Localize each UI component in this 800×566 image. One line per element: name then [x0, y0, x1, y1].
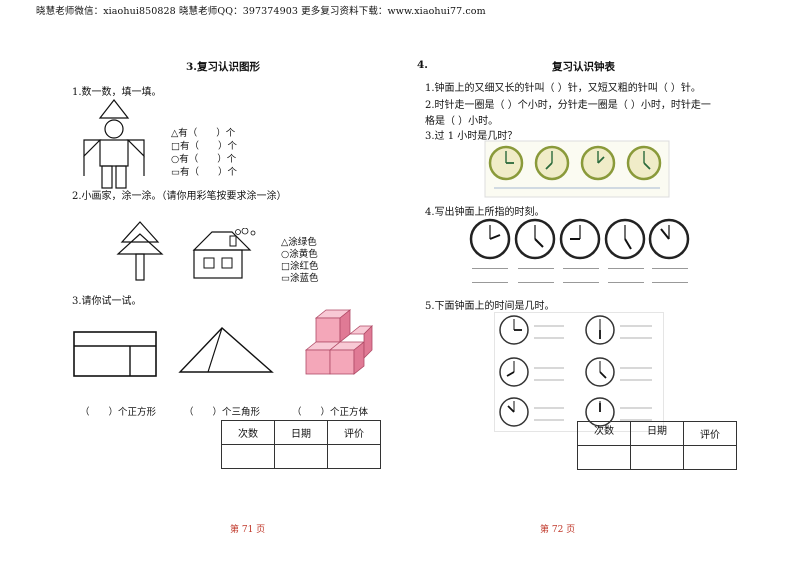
time-answer-line[interactable] — [563, 268, 599, 269]
clock-icon — [469, 218, 511, 260]
right-title: 复习认识钟表 — [552, 61, 615, 73]
write-time-clocks — [469, 218, 690, 260]
count-row-triangle: △有（ ）个 — [171, 128, 236, 139]
left-table-header-count: 次数 — [221, 420, 275, 445]
left-page-number: 第 71 页 — [230, 525, 266, 535]
clock-icon — [585, 315, 615, 345]
legend-rectangle: ▭涂蓝色 — [281, 273, 319, 284]
left-title: 3.复习认识图形 — [186, 61, 260, 73]
left-table-cell[interactable] — [221, 444, 275, 469]
legend-square: □涂红色 — [281, 261, 319, 272]
time-answer-line[interactable] — [608, 282, 644, 283]
left-q3-prompt: 3.请你试一试。 — [72, 296, 142, 307]
clock-icon — [499, 315, 529, 345]
tree-figure — [116, 221, 164, 281]
time-answer-line[interactable] — [563, 282, 599, 283]
clock-icon — [514, 218, 556, 260]
right-page-number: 第 72 页 — [540, 525, 576, 535]
left-table-header-eval: 评价 — [327, 420, 381, 445]
answer-triangles: （ ）个三角形 — [184, 407, 261, 418]
clock-icon — [499, 357, 529, 387]
cube-count-figure — [304, 309, 373, 375]
clock-icon — [559, 218, 601, 260]
right-q4: 4.写出钟面上所指的时刻。 — [425, 207, 545, 218]
right-q1: 1.钟面上的又细又长的针叫（ ）针，又短又粗的针叫（ ）针。 — [425, 83, 701, 94]
clock-icon — [626, 145, 662, 181]
time-answer-line[interactable] — [608, 268, 644, 269]
clock-icon — [499, 397, 529, 427]
count-row-circle: ○有（ ）个 — [171, 154, 237, 165]
right-table-cell[interactable] — [577, 445, 631, 470]
left-eval-table: 次数 日期 评价 — [221, 420, 381, 469]
right-q3: 3.过 1 小时是几时？ — [425, 131, 518, 142]
count-rows: △有（ ）个 □有（ ）个 ○有（ ）个 ▭有（ ）个 — [171, 127, 237, 179]
right-table-cell[interactable] — [683, 445, 737, 470]
time-answer-line[interactable] — [472, 282, 508, 283]
time-answer-line[interactable] — [652, 268, 688, 269]
answer-squares: （ ）个正方形 — [80, 407, 157, 418]
robot-shape-figure — [83, 99, 145, 189]
right-table-header-count: 次数 — [577, 421, 631, 446]
what-time-clocks — [494, 312, 664, 432]
right-q2-line1: 2.时针走一圈是（ ）个小时，分针走一圈是（ ）小时，时针走一 — [425, 100, 711, 111]
time-answer-line[interactable] — [652, 282, 688, 283]
left-table-header-date: 日期 — [274, 420, 328, 445]
right-table-header-eval: 评价 — [683, 421, 737, 446]
time-answer-line[interactable] — [518, 268, 554, 269]
legend-circle: ○涂黄色 — [281, 249, 318, 260]
answer-cubes: （ ）个正方体 — [292, 407, 369, 418]
count-row-square: □有（ ）个 — [171, 141, 237, 152]
right-section-number: 4. — [417, 59, 428, 71]
right-q5: 5.下面钟面上的时间是几时。 — [425, 301, 555, 312]
triangle-count-figure — [178, 327, 274, 373]
legend-triangle: △涂绿色 — [281, 237, 317, 248]
count-row-rectangle: ▭有（ ）个 — [171, 167, 237, 178]
hour-later-clocks — [484, 140, 670, 198]
clock-icon — [648, 218, 690, 260]
house-figure — [192, 228, 256, 279]
right-table-cell[interactable] — [630, 445, 684, 470]
right-eval-table: 次数 日期 评价 — [577, 421, 737, 470]
left-table-cell[interactable] — [327, 444, 381, 469]
page-header: 晓慧老师微信：xiaohui850828 晓慧老师QQ：397374903 更多… — [36, 6, 486, 17]
clock-icon — [585, 357, 615, 387]
left-table-cell[interactable] — [274, 444, 328, 469]
time-answer-line[interactable] — [472, 268, 508, 269]
time-answer-line[interactable] — [518, 282, 554, 283]
clock-icon — [604, 218, 646, 260]
left-q2-prompt: 2.小画家，涂一涂。（请你用彩笔按要求涂一涂） — [72, 191, 287, 202]
color-legend: △涂绿色 ○涂黄色 □涂红色 ▭涂蓝色 — [281, 237, 318, 285]
clock-icon — [580, 145, 616, 181]
right-q2-line2: 格是（ ）小时。 — [425, 116, 499, 127]
left-q1-prompt: 1.数一数，填一填。 — [72, 87, 162, 98]
right-table-header-date: 日期 — [630, 421, 684, 446]
clock-icon — [488, 145, 524, 181]
clock-icon — [534, 145, 570, 181]
rectangle-count-figure — [73, 331, 157, 377]
